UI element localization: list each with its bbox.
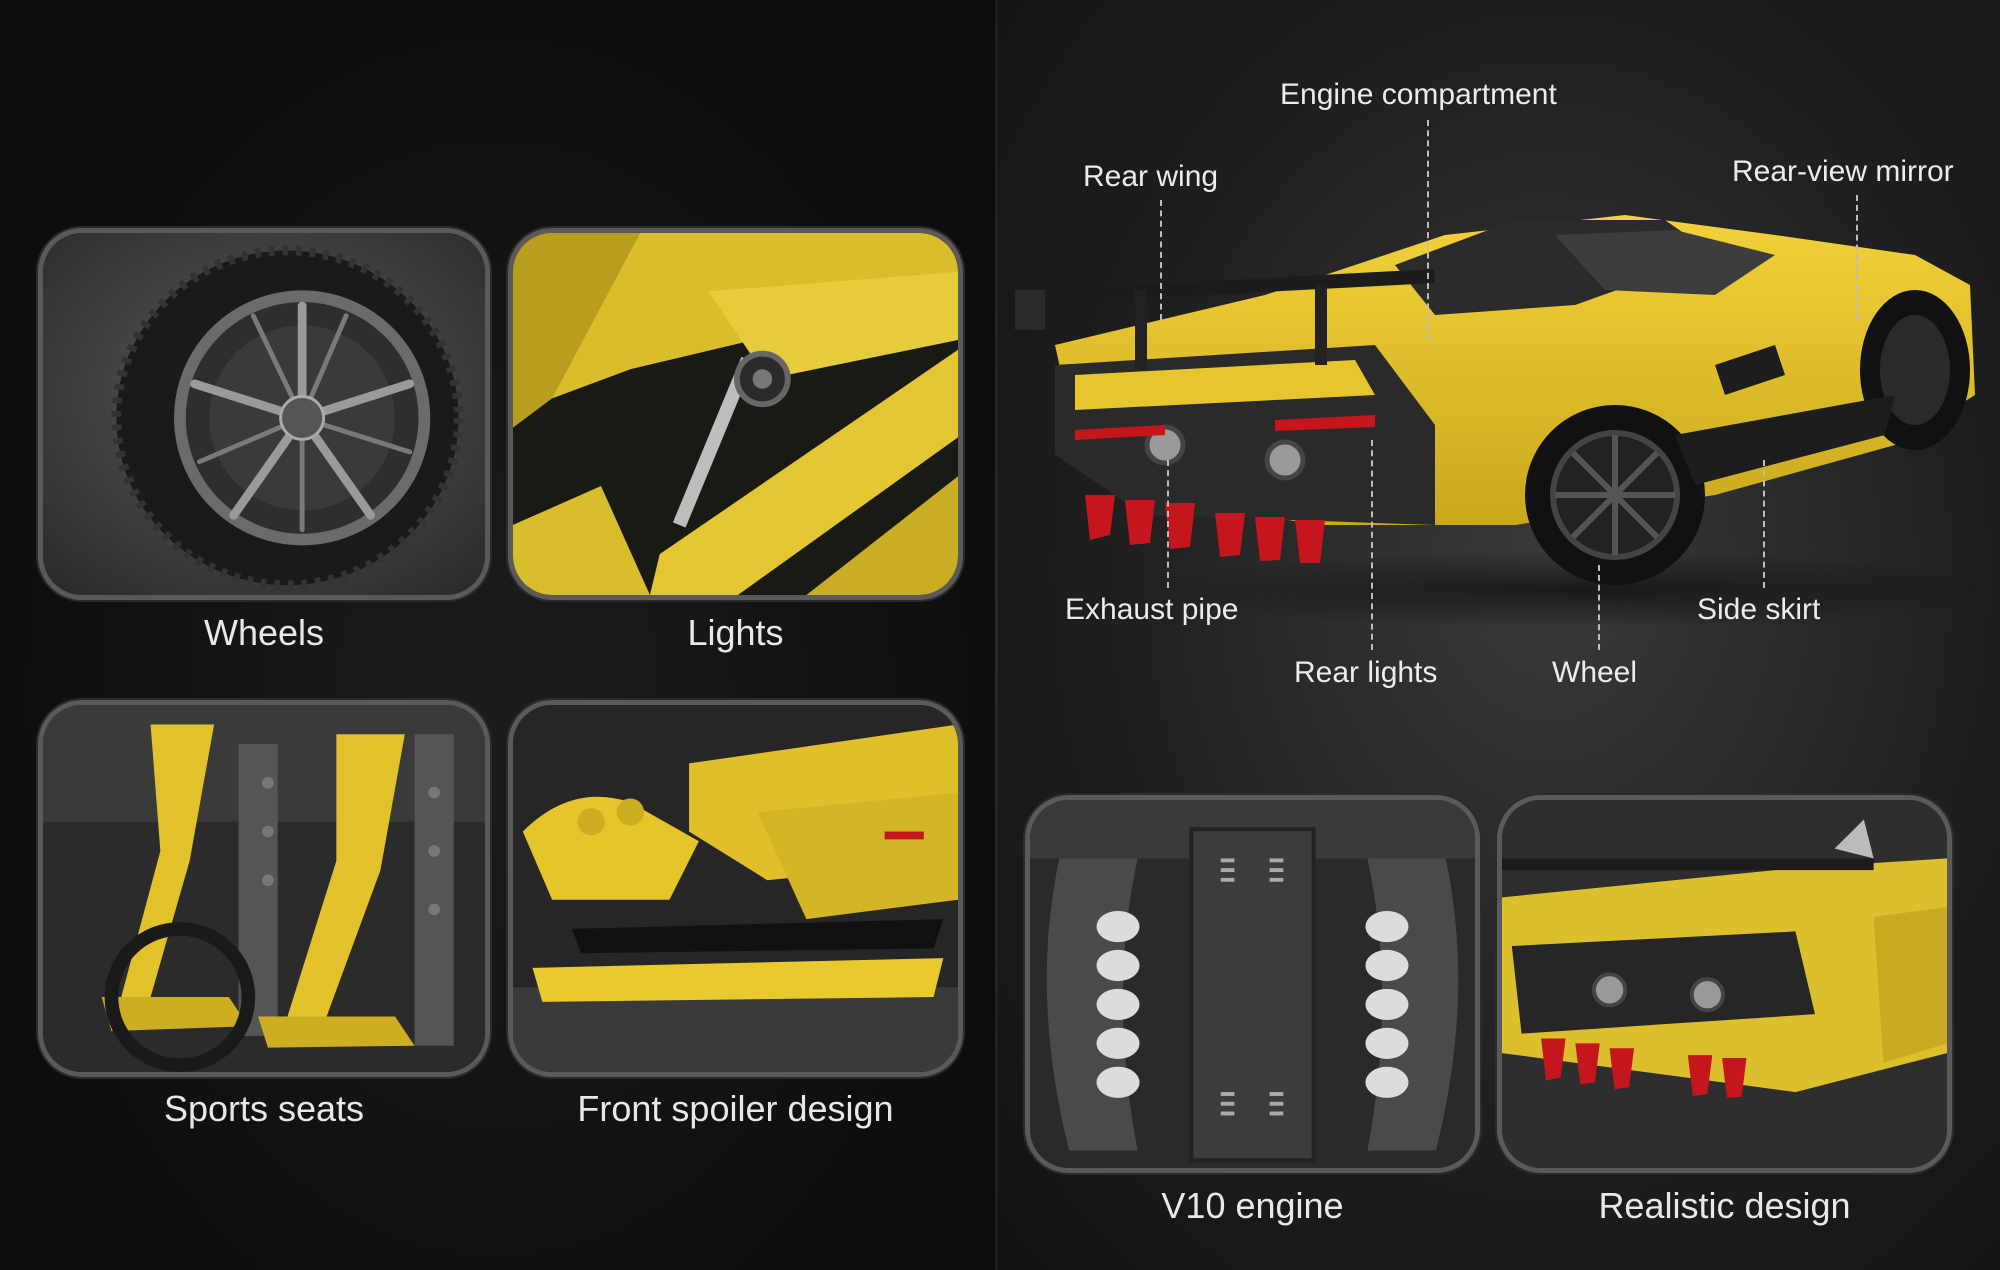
callout-side-skirt: Side skirt (1697, 593, 1821, 626)
front-spoiler-caption: Front spoiler design (577, 1088, 894, 1129)
lights-caption: Lights (687, 612, 784, 653)
hero-car-image (1015, 195, 1985, 625)
wheels-caption: Wheels (203, 612, 325, 653)
callout-rear-lights: Rear lights (1294, 656, 1438, 689)
leader-rear-view-mirror (1856, 195, 1858, 320)
sports-seats-image (38, 700, 490, 1077)
v10-engine-image (1025, 795, 1480, 1173)
callout-rear-view-mirror: Rear-view mirror (1732, 155, 1954, 188)
realistic-design-caption: Realistic design (1598, 1185, 1851, 1226)
leader-wheel (1598, 565, 1600, 650)
leader-rear-lights (1371, 440, 1373, 650)
leader-side-skirt (1763, 460, 1765, 588)
callout-engine-compartment: Engine compartment (1280, 78, 1557, 111)
callout-exhaust-pipe: Exhaust pipe (1065, 593, 1239, 626)
leader-engine-compartment (1427, 120, 1429, 340)
realistic-design-image (1497, 795, 1952, 1173)
leader-rear-wing (1160, 200, 1162, 320)
callout-wheel: Wheel (1552, 656, 1638, 689)
callout-rear-wing: Rear wing (1083, 160, 1219, 193)
v10-engine-caption: V10 engine (1161, 1185, 1344, 1226)
wheels-image (38, 228, 490, 600)
front-spoiler-image (508, 700, 963, 1077)
panel-divider (995, 0, 998, 1270)
leader-exhaust-pipe (1167, 460, 1169, 588)
sports-seats-caption: Sports seats (163, 1088, 365, 1129)
lights-image (508, 228, 963, 600)
